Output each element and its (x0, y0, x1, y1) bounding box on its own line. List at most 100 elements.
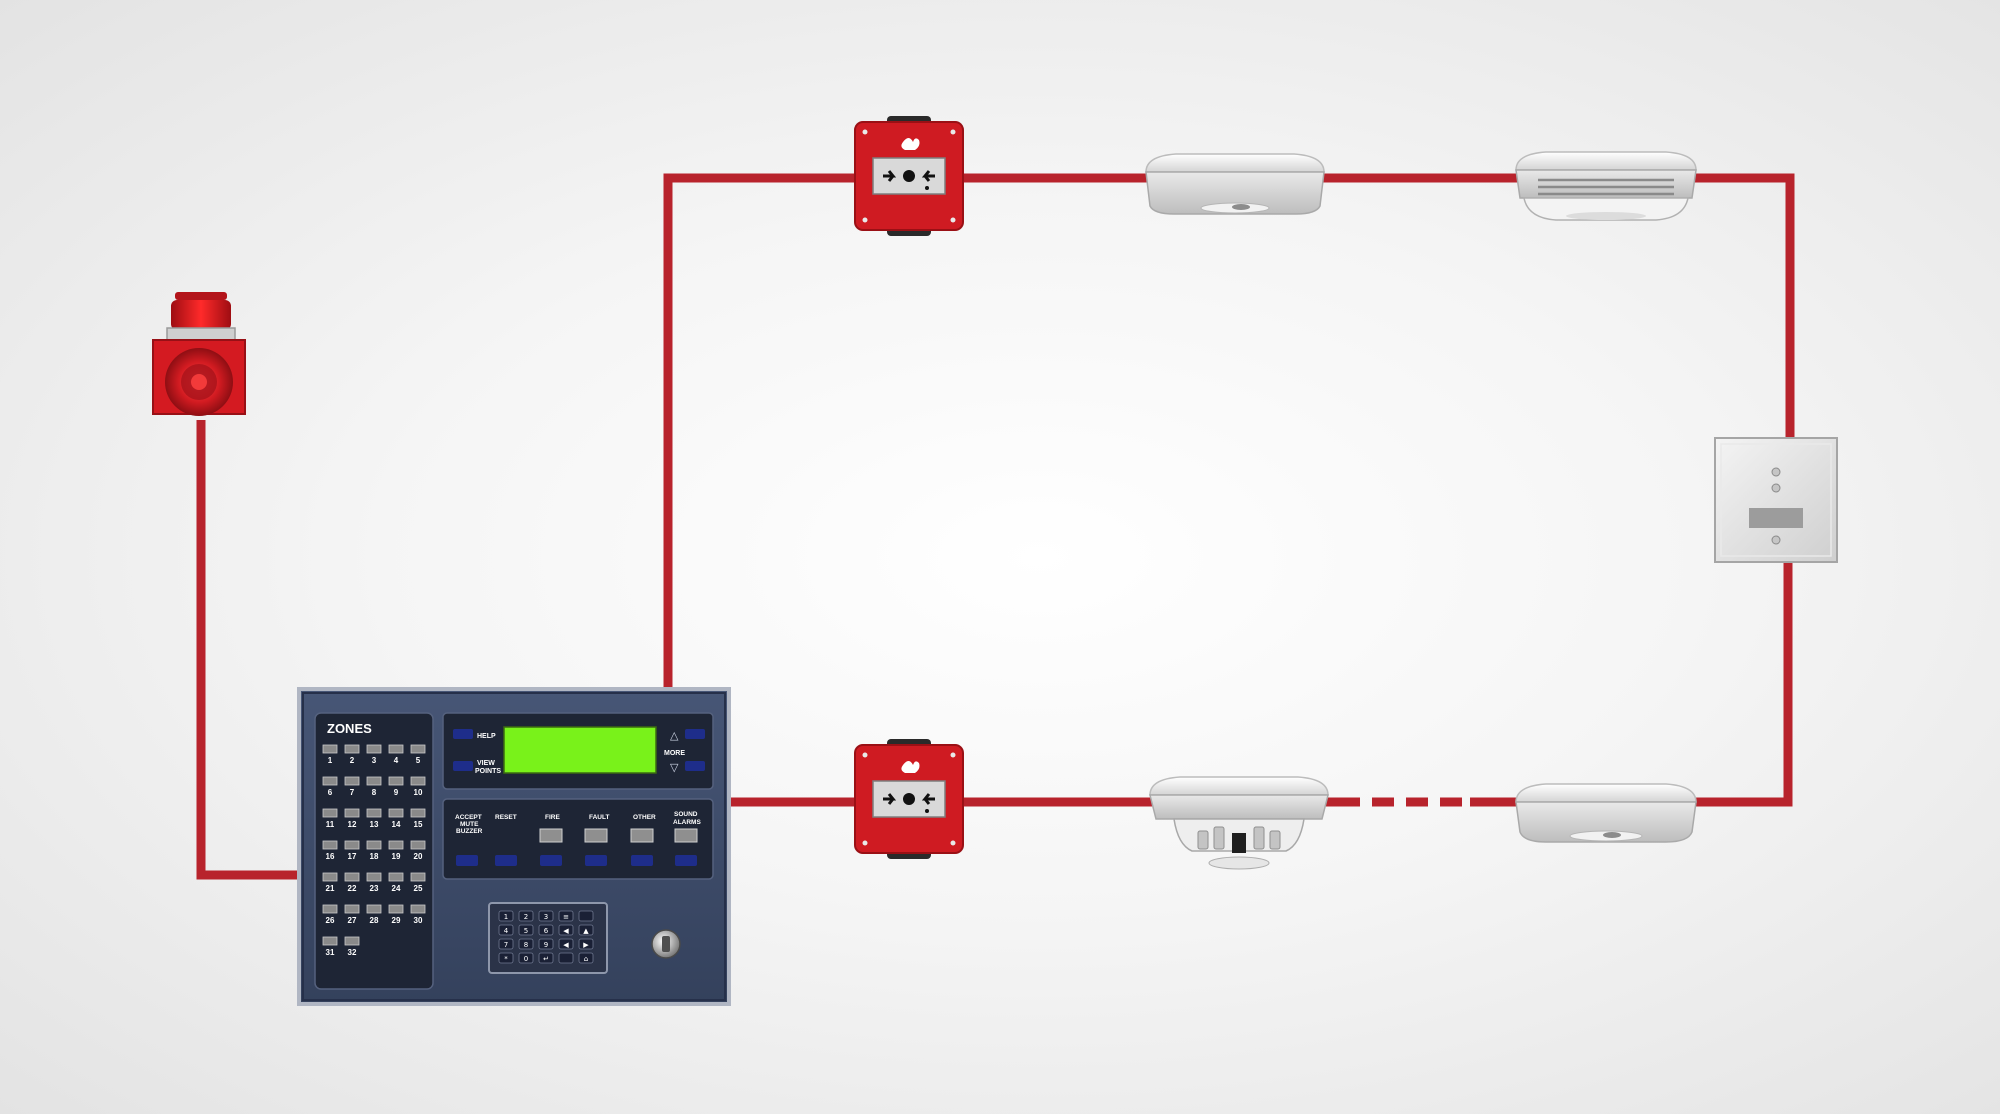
zone-number: 2 (350, 756, 355, 765)
keypad-key[interactable] (578, 910, 594, 922)
points-label: POINTS (475, 768, 501, 775)
keypad-key-label: 3 (544, 913, 548, 921)
interface-module-icon (1714, 437, 1838, 563)
zone-indicator (410, 808, 426, 818)
zone-indicator (366, 744, 382, 754)
fire-label: FIRE (545, 814, 560, 821)
scroll-up-button[interactable] (685, 729, 705, 739)
zone-indicator (388, 808, 404, 818)
keypad-key-label: ◀ (563, 941, 569, 949)
zone-indicator (344, 776, 360, 786)
zone-indicator (410, 872, 426, 882)
keypad-key[interactable] (498, 924, 514, 936)
keypad-key[interactable] (558, 924, 574, 936)
zone-indicator (388, 840, 404, 850)
zone-number: 16 (326, 852, 335, 861)
zone-indicator (410, 904, 426, 914)
keypad-key[interactable] (498, 910, 514, 922)
fault-label: FAULT (589, 814, 609, 821)
fire-button[interactable] (540, 855, 562, 866)
keypad-key[interactable] (538, 924, 554, 936)
zone-number: 19 (392, 852, 401, 861)
view-points-button[interactable] (453, 761, 473, 771)
zone-number: 1 (328, 756, 333, 765)
zone-number: 4 (394, 756, 399, 765)
help-label: HELP (477, 733, 496, 740)
zone-indicator (322, 808, 338, 818)
keypad-key[interactable] (578, 938, 594, 950)
zone-number: 15 (414, 820, 423, 829)
sound-alarms-indicator (674, 828, 698, 843)
keypad-key-label: ≡ (563, 913, 569, 921)
keypad-key[interactable] (538, 952, 554, 964)
keypad-key-label: ▲ (583, 927, 589, 935)
keypad-key[interactable] (518, 910, 534, 922)
keypad-key[interactable] (538, 910, 554, 922)
alarm-sounder-beacon-icon (152, 292, 246, 416)
keypad-key-label: 0 (524, 955, 528, 963)
zone-number: 20 (414, 852, 423, 861)
controls-section: ACCEPT MUTE BUZZER RESET FIRE FAULT OTHE… (442, 798, 714, 880)
keypad-key[interactable] (578, 952, 594, 964)
key-switch-icon[interactable] (651, 929, 681, 959)
other-label: OTHER (633, 814, 656, 821)
zone-number: 11 (326, 820, 335, 829)
zone-number: 22 (348, 884, 357, 893)
scroll-down-button[interactable] (685, 761, 705, 771)
accept-button[interactable] (456, 855, 478, 866)
zone-indicator (344, 936, 360, 946)
keypad-key-label: 6 (544, 927, 549, 935)
zone-number: 29 (392, 916, 401, 925)
zone-number: 7 (350, 788, 355, 797)
keypad-key-label: ▶ (583, 941, 589, 949)
zone-indicator (344, 840, 360, 850)
keypad-key[interactable] (578, 924, 594, 936)
zone-indicator (388, 872, 404, 882)
help-button[interactable] (453, 729, 473, 739)
keypad-key[interactable] (558, 938, 574, 950)
keypad-key-label: * (504, 955, 508, 963)
loop-wire-right (1680, 560, 1793, 807)
zone-number: 5 (416, 756, 421, 765)
keypad-key[interactable] (518, 938, 534, 950)
keypad-key[interactable] (498, 952, 514, 964)
other-button[interactable] (631, 855, 653, 866)
keypad-key[interactable] (558, 952, 574, 964)
keypad-key-label: ↵ (543, 955, 549, 963)
zone-indicator (366, 808, 382, 818)
keypad-key[interactable] (518, 924, 534, 936)
keypad-key-label: 1 (504, 913, 508, 921)
keypad-key[interactable] (538, 938, 554, 950)
zone-number: 10 (414, 788, 423, 797)
sound-label: SOUND (674, 811, 698, 818)
zone-number: 6 (328, 788, 333, 797)
zone-number: 28 (370, 916, 379, 925)
view-label: VIEW (477, 760, 495, 767)
zone-indicator (388, 776, 404, 786)
fault-button[interactable] (585, 855, 607, 866)
more-label: MORE (664, 750, 685, 757)
keypad-key[interactable] (518, 952, 534, 964)
zone-number: 3 (372, 756, 377, 765)
mute-label: MUTE (460, 821, 479, 828)
smoke-detector-bottom-right (1515, 783, 1697, 843)
keypad-key[interactable] (558, 910, 574, 922)
alarms-label: ALARMS (673, 819, 701, 826)
zone-indicator (344, 904, 360, 914)
keypad-key-label: ⌂ (584, 955, 588, 963)
zone-number: 24 (392, 884, 401, 893)
keypad-key-label: ◀ (563, 927, 569, 935)
zone-indicator (410, 744, 426, 754)
zone-indicator (366, 840, 382, 850)
zone-number: 31 (326, 948, 335, 957)
sound-alarms-button[interactable] (675, 855, 697, 866)
zone-indicator (322, 904, 338, 914)
fire-indicator (539, 828, 563, 843)
manual-call-point-top (854, 116, 964, 236)
keypad-key[interactable] (498, 938, 514, 950)
zone-number: 26 (326, 916, 335, 925)
reset-button[interactable] (495, 855, 517, 866)
